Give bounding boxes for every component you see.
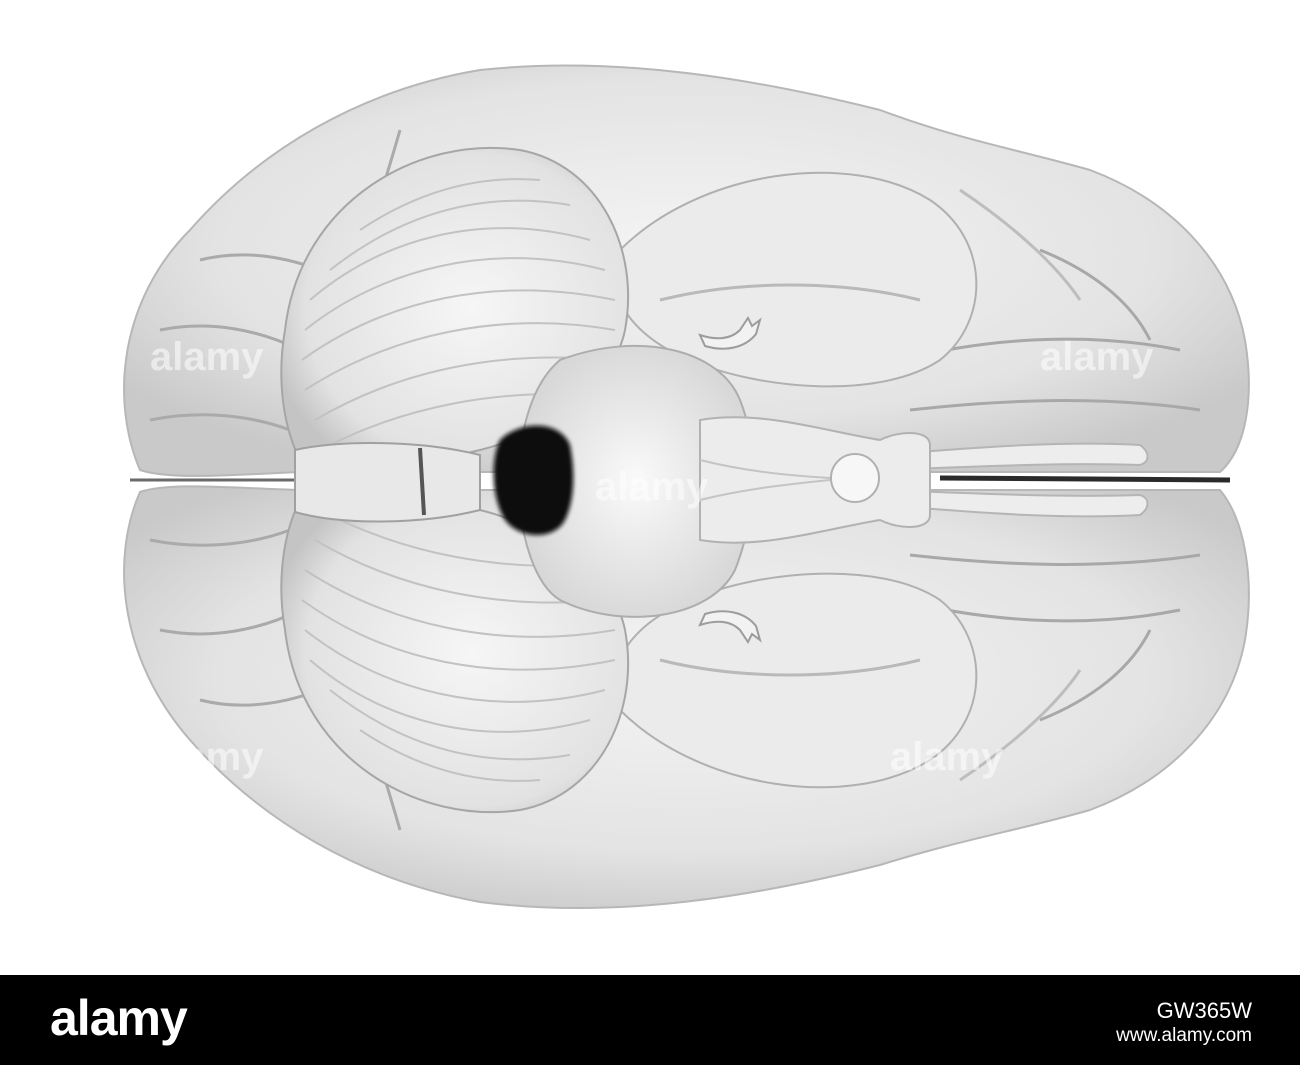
brainstem: [517, 344, 931, 618]
watermark-text: alamy: [150, 735, 264, 779]
foramen-opening: [493, 425, 574, 535]
watermark-text: alamy: [890, 735, 1004, 779]
longitudinal-fissure: [939, 475, 1231, 483]
cranial-nerves: [698, 316, 762, 644]
footer-logo[interactable]: alamy: [50, 990, 188, 1046]
brain-illustration: alamy alamy alamy alamy alamy: [123, 64, 1250, 910]
vermis: [294, 442, 481, 523]
footer-url[interactable]: www.alamy.com: [1116, 1025, 1252, 1046]
watermark-group: alamy alamy alamy alamy alamy: [150, 335, 1154, 779]
footer-bar: alamy GW365W www.alamy.com: [0, 975, 1300, 1065]
watermark-text: alamy: [595, 465, 709, 509]
watermark-text: alamy: [150, 335, 264, 379]
olfactory-tracts: [879, 442, 1149, 518]
watermark-text: alamy: [1040, 335, 1154, 379]
image-id: GW365W: [1156, 998, 1252, 1023]
temporal-lobes: [613, 171, 978, 789]
